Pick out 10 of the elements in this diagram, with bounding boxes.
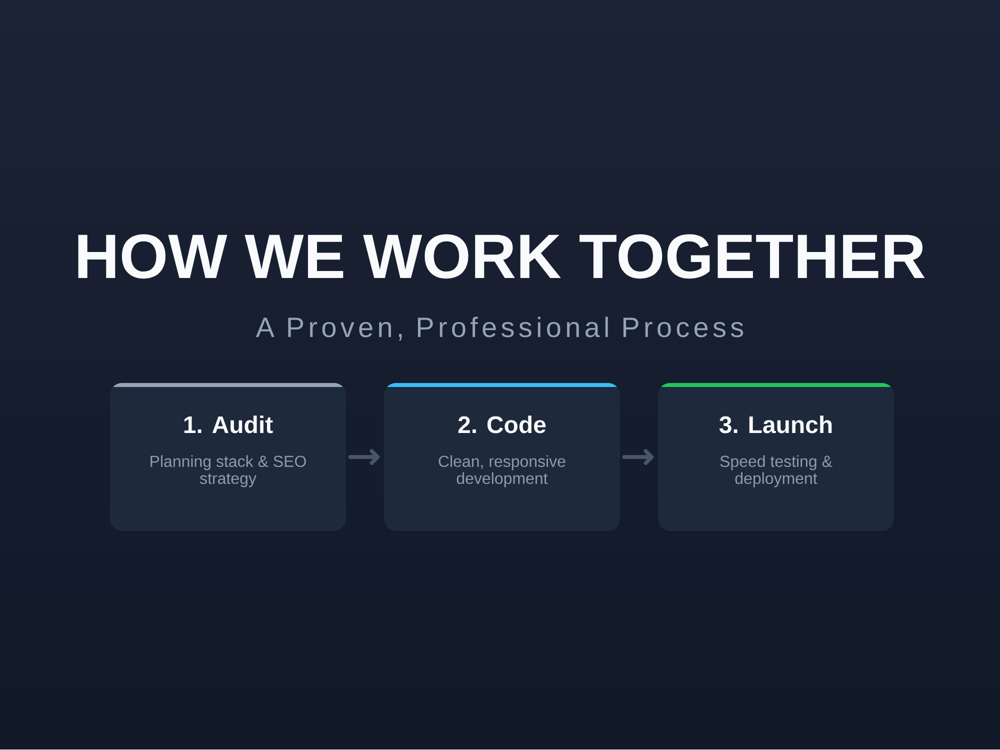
title: HOW WE WORK TOGETHER (78, 234, 925, 279)
step-title: 1. Audit (184, 416, 273, 434)
subtitle: A Proven, Professional Process (256, 316, 744, 341)
step-description: Speed testing & deployment (720, 455, 832, 488)
arrow (348, 449, 380, 465)
step-description: Clean, responsive development (438, 455, 566, 488)
step-title: 2. Code (458, 416, 546, 434)
step-title: 3. Launch (719, 416, 832, 434)
arrow (622, 449, 654, 465)
step-description: Planning stack & SEO strategy (150, 455, 306, 488)
